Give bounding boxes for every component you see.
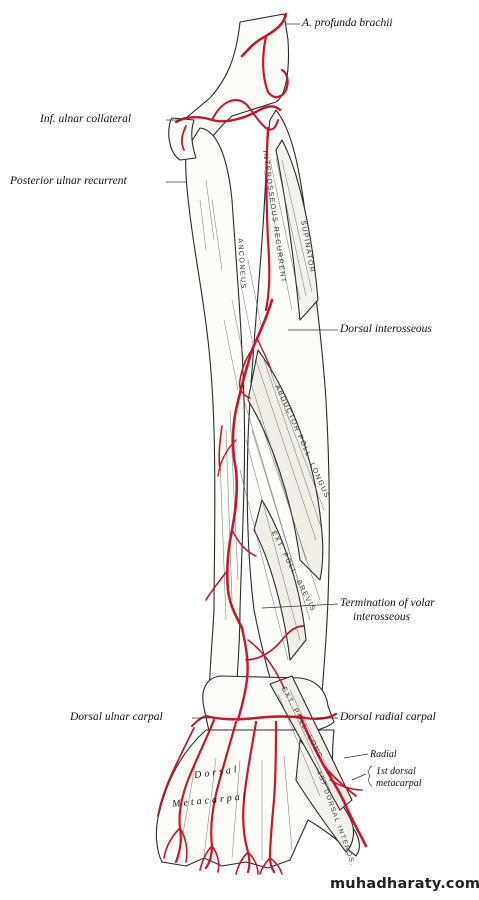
- label-posterior-ulnar-recurrent: Posterior ulnar recurrent: [10, 175, 127, 187]
- ulna: [185, 127, 246, 713]
- radial-branch: [329, 779, 363, 791]
- arteries: [157, 12, 368, 875]
- inf-ulnar-collateral-artery: [174, 105, 282, 124]
- brace-first-dorsal: [368, 765, 373, 787]
- leader-lines: [166, 23, 373, 787]
- dorsal-metacarpal-artery-4: [268, 720, 278, 874]
- label-first-dorsal: 1st dorsal: [376, 766, 416, 777]
- supinator-muscle: [275, 139, 319, 321]
- metacarpal-fork-2: [199, 845, 220, 873]
- label-inf-ulnar-collateral: Inf. ulnar collateral: [40, 113, 132, 125]
- label-metacarpal: metacarpal: [376, 778, 422, 789]
- label-termination-volar-2: interosseous: [353, 611, 411, 623]
- ulnar-margin-branch: [218, 425, 223, 471]
- dorsal-ulnar-carpal-artery: [191, 715, 207, 727]
- metacarpal-fork-1: [163, 827, 188, 863]
- label-dorsal-ulnar-carpal: Dorsal ulnar carpal: [70, 711, 163, 723]
- label-profunda-brachii: A. profunda brachii: [302, 17, 393, 29]
- first-dorsal-metacarpal-artery: [323, 765, 357, 797]
- carpal-branch: [247, 639, 285, 689]
- elbow-anastomosis: [211, 99, 279, 131]
- label-dorsal-interosseous: Dorsal interosseous: [340, 323, 432, 335]
- site-watermark: muhadharaty.com: [330, 876, 479, 892]
- interosseous-recurrent-artery: [264, 126, 271, 312]
- dorsal-interosseous-branch-1: [238, 349, 253, 399]
- leader-termination: [261, 603, 339, 609]
- leader-radial: [343, 753, 369, 759]
- profunda-branch: [262, 34, 289, 99]
- ext-poll-brevis-muscle: [253, 499, 307, 661]
- metacarpal-fork-4: [259, 857, 283, 875]
- muscle-hatching: [179, 157, 337, 860]
- radial-artery: [298, 714, 368, 848]
- dorsal-metacarpal-artery-1: [174, 718, 216, 864]
- abductor-poll-longus-muscle: [247, 349, 324, 581]
- label-dorsal-radial-carpal: Dorsal radial carpal: [340, 711, 436, 723]
- dorsal-metacarpal-artery-3: [242, 720, 258, 874]
- volar-termination-branch: [245, 625, 305, 661]
- ulnar-side-branch: [157, 727, 195, 817]
- forearm-outline: [155, 13, 360, 869]
- label-radial: Radial: [370, 749, 397, 760]
- dorsal-metacarpal-artery-2: [204, 720, 238, 870]
- leader-first-dorsal: [351, 773, 367, 781]
- dorsal-interosseous-branch-5: [205, 569, 229, 601]
- dorsal-interosseous-branch-3: [217, 439, 237, 477]
- volar-interosseous-termination: [236, 626, 249, 722]
- metacarpal-fork-3: [235, 851, 259, 875]
- dorsal-interosseous-branch-2: [257, 339, 273, 373]
- posterior-ulnar-recurrent-artery: [180, 125, 187, 151]
- label-termination-volar-1: Termination of volar: [340, 597, 435, 609]
- dorsal-interosseous-branch-4: [231, 529, 257, 557]
